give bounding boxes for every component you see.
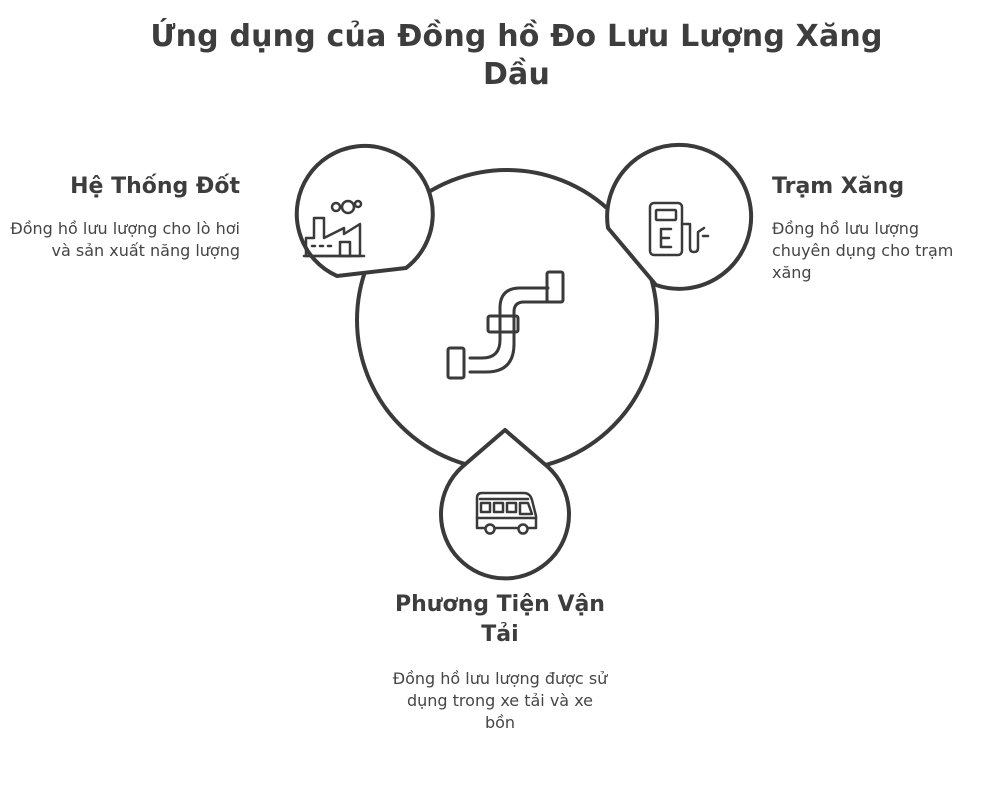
node-desc-combustion: Đồng hồ lưu lượng cho lò hơi và sản xuất… (10, 219, 240, 260)
pipe-icon (446, 270, 565, 380)
factory-icon (302, 199, 366, 258)
node-shape-combustion (294, 143, 435, 278)
bus-icon (475, 491, 538, 535)
node-shape-gas-station (605, 142, 754, 291)
node-title-transport: Phương Tiện Vận Tải (395, 592, 605, 647)
node-desc-transport: Đồng hồ lưu lượng được sử dụng trong xe … (392, 669, 608, 732)
page-title: Ứng dụng của Đồng hồ Đo Lưu Lượng Xăng D… (150, 19, 883, 92)
node-desc-gas-station: Đồng hồ lưu lượng chuyên dụng cho trạm x… (772, 219, 954, 282)
fuel-pump-icon (648, 201, 710, 257)
node-shape-transport (439, 428, 571, 581)
node-title-gas-station: Trạm Xăng (772, 174, 905, 199)
node-title-combustion: Hệ Thống Đốt (70, 174, 240, 199)
